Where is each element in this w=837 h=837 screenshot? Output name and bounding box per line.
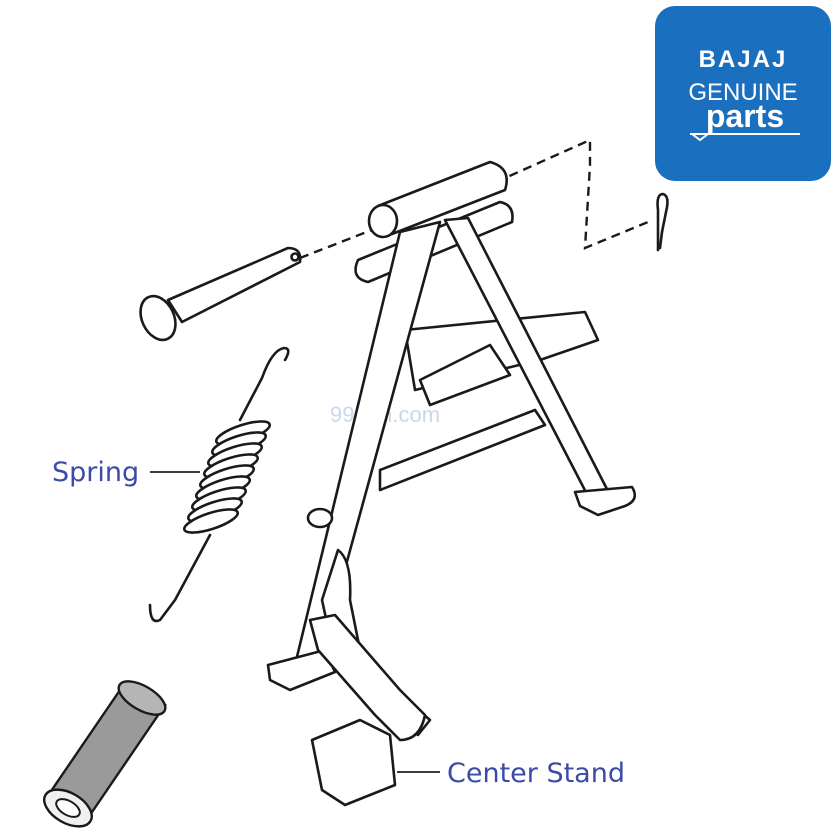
label-spring: Spring: [52, 457, 139, 488]
label-center-stand-group: Center Stand: [397, 758, 625, 789]
logo-tick-icon: [691, 133, 709, 142]
bajaj-genuine-parts-logo: BAJAJ GENUINE parts: [655, 6, 831, 181]
rubber-sleeve: [43, 680, 167, 828]
cotter-pin: [656, 192, 669, 252]
pivot-pin: [139, 246, 302, 342]
logo-brand: BAJAJ: [699, 46, 788, 73]
logo-background: [655, 6, 831, 181]
spring-coils: [182, 420, 272, 534]
logo-line1: GENUINE: [688, 79, 797, 106]
spring: [148, 346, 290, 623]
center-stand: [266, 160, 637, 807]
logo-line2: parts: [706, 98, 784, 134]
label-center-stand: Center Stand: [447, 758, 625, 789]
label-spring-group: Spring: [52, 457, 200, 488]
